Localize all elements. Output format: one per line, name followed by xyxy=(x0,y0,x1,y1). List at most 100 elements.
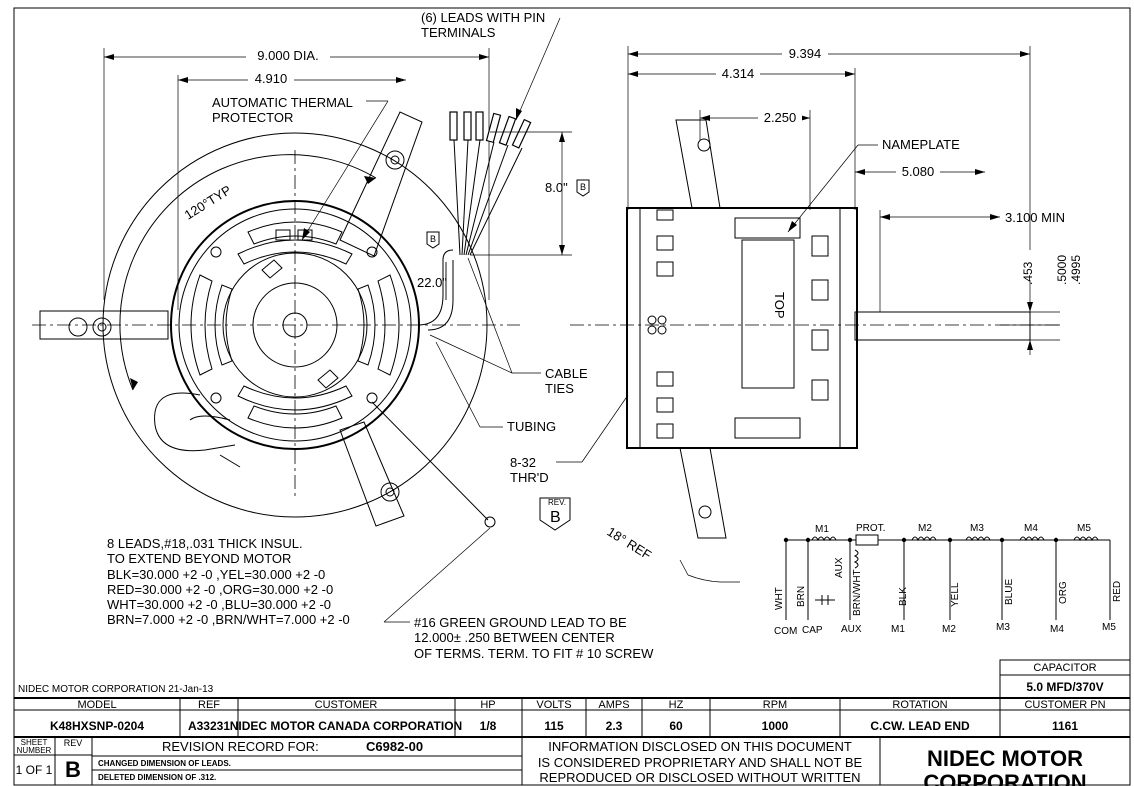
lead-brn: BRN xyxy=(796,586,807,607)
term-aux: AUX xyxy=(841,624,862,635)
thermal-protector-line2: PROTECTOR xyxy=(212,110,293,125)
capacitor-value: 5.0 MFD/370V xyxy=(1026,680,1103,694)
val-customer: NIDEC MOTOR CANADA CORPORATION xyxy=(230,719,462,733)
val-ref: A33231 xyxy=(188,719,230,733)
coil-m4: M4 xyxy=(1024,523,1038,534)
hdr-customer-pn: CUSTOMER PN xyxy=(1024,699,1105,711)
rev-b-badge: REV. B xyxy=(539,497,571,531)
dim-9000-dia: 9.000 DIA. xyxy=(257,48,318,63)
term-m3: M3 xyxy=(996,622,1010,633)
revision-note-1: CHANGED DIMENSION OF LEADS. xyxy=(98,759,231,768)
disclosure-line2: IS CONSIDERED PROPRIETARY AND SHALL NOT … xyxy=(538,755,863,770)
lead-blk: BLK xyxy=(898,587,909,606)
val-customer-pn: 1161 xyxy=(1052,719,1078,733)
val-volts: 115 xyxy=(544,719,564,733)
val-hp: 1/8 xyxy=(480,719,497,733)
rev-label: REV. xyxy=(548,498,566,507)
corp-name-line2: CORPORATION xyxy=(923,770,1086,786)
dim-4314: 4.314 xyxy=(722,66,755,81)
dim-5000: .5000 xyxy=(1055,255,1069,285)
lead-yell: YELL xyxy=(950,582,961,607)
val-model: K48HXSNP-0204 xyxy=(50,719,144,733)
term-com: COM xyxy=(774,626,797,637)
revision-number: C6982-00 xyxy=(366,739,423,754)
title-block: NIDEC MOTOR CORPORATION 21-Jan-13 CAPACI… xyxy=(14,659,1131,786)
hdr-rpm: RPM xyxy=(763,699,787,711)
val-amps: 2.3 xyxy=(606,719,623,733)
hdr-hz: HZ xyxy=(669,699,684,711)
ref-18-label: 18° REF xyxy=(604,524,654,563)
drawing-border xyxy=(13,7,1131,786)
coil-m5: M5 xyxy=(1077,523,1091,534)
leads-note-line1: 8 LEADS,#18,.031 THICK INSUL. xyxy=(107,536,303,551)
dim-453: .453 xyxy=(1021,261,1035,285)
leads-note-line4: RED=30.000 +2 -0 ,ORG=30.000 +2 -0 xyxy=(107,582,333,597)
dim-8-0: 8.0" xyxy=(545,180,568,195)
lead-blue: BLUE xyxy=(1004,579,1015,605)
lead-org: ORG xyxy=(1058,581,1069,604)
lead-aux: AUX xyxy=(834,557,845,578)
term-m2: M2 xyxy=(942,624,956,635)
thread-line1: 8-32 xyxy=(510,455,536,470)
revision-record-label: REVISION RECORD FOR: xyxy=(162,739,319,754)
cable-ties-line1: CABLE xyxy=(545,366,588,381)
sheet-label-1: SHEET xyxy=(21,738,48,747)
typ-120-label: 120°TYP xyxy=(182,182,234,222)
coil-m3: M3 xyxy=(970,523,984,534)
end-view: 9.000 DIA. 4.910 xyxy=(32,10,654,661)
lead-wht: WHT xyxy=(774,587,785,610)
dim-4910: 4.910 xyxy=(255,71,288,86)
leads-note-line3: BLK=30.000 +2 -0 ,YEL=30.000 +2 -0 xyxy=(107,567,325,582)
nameplate-label: NAMEPLATE xyxy=(882,137,960,152)
val-hz: 60 xyxy=(669,719,683,733)
leads-note-line5: WHT=30.000 +2 -0 ,BLU=30.000 +2 -0 xyxy=(107,597,331,612)
rev-value: B xyxy=(65,757,81,782)
val-rotation: C.CW. LEAD END xyxy=(870,719,970,733)
ground-note-line1: #16 GREEN GROUND LEAD TO BE xyxy=(414,615,627,630)
hdr-ref: REF xyxy=(198,699,220,711)
hdr-customer: CUSTOMER xyxy=(315,699,378,711)
hdr-hp: HP xyxy=(480,699,495,711)
rev-b-tag-2: B xyxy=(430,234,436,244)
term-m4: M4 xyxy=(1050,624,1064,635)
disclosure-line3: REPRODUCED OR DISCLOSED WITHOUT WRITTEN xyxy=(539,770,860,785)
ground-note-line3: OF TERMS. TERM. TO FIT # 10 SCREW xyxy=(414,646,654,661)
sheet-value: 1 OF 1 xyxy=(16,763,53,777)
dim-3100-min: 3.100 MIN xyxy=(1005,210,1065,225)
capacitor-label: CAPACITOR xyxy=(1033,662,1096,674)
cable-ties-line2: TIES xyxy=(545,381,574,396)
side-view: 9.394 4.314 2.250 NAMEPLATE 5.080 3.100 … xyxy=(510,46,1083,583)
term-m5: M5 xyxy=(1102,622,1116,633)
tubing-label: TUBING xyxy=(507,419,556,434)
hdr-amps: AMPS xyxy=(598,699,629,711)
revision-note-2: DELETED DIMENSION OF .312. xyxy=(98,773,216,782)
lead-brn-wht: BRN/WHT xyxy=(852,569,863,616)
dim-5080: 5.080 xyxy=(902,164,935,179)
sheet-label-2: NUMBER xyxy=(17,746,52,755)
wiring-diagram: M1 PROT. M2 M3 M4 M5 WHT BRN AUX BRN/WHT… xyxy=(774,523,1123,637)
rev-b-tag-1: B xyxy=(580,182,586,192)
term-m1: M1 xyxy=(891,624,905,635)
company-date: NIDEC MOTOR CORPORATION 21-Jan-13 xyxy=(18,684,214,695)
coil-prot: PROT. xyxy=(856,523,885,534)
dim-9394: 9.394 xyxy=(789,46,822,61)
hdr-rotation: ROTATION xyxy=(892,699,947,711)
dim-4995: .4995 xyxy=(1069,255,1083,285)
leads-pin-terminals-line2: TERMINALS xyxy=(421,25,496,40)
hdr-model: MODEL xyxy=(77,699,116,711)
hdr-volts: VOLTS xyxy=(536,699,571,711)
coil-m2: M2 xyxy=(918,523,932,534)
thread-line2: THR'D xyxy=(510,470,549,485)
rev-header: REV xyxy=(64,738,83,748)
val-rpm: 1000 xyxy=(762,719,789,733)
leads-note-line6: BRN=7.000 +2 -0 ,BRN/WHT=7.000 +2 -0 xyxy=(107,612,350,627)
dim-22-0: 22.0" xyxy=(417,275,447,290)
leads-pin-terminals-line1: (6) LEADS WITH PIN xyxy=(421,10,545,25)
dim-2250: 2.250 xyxy=(764,110,797,125)
thermal-protector-line1: AUTOMATIC THERMAL xyxy=(212,95,353,110)
coil-m1: M1 xyxy=(815,524,829,535)
top-label: TOP xyxy=(772,292,787,319)
term-cap: CAP xyxy=(802,625,823,636)
leads-note-line2: TO EXTEND BEYOND MOTOR xyxy=(107,551,291,566)
